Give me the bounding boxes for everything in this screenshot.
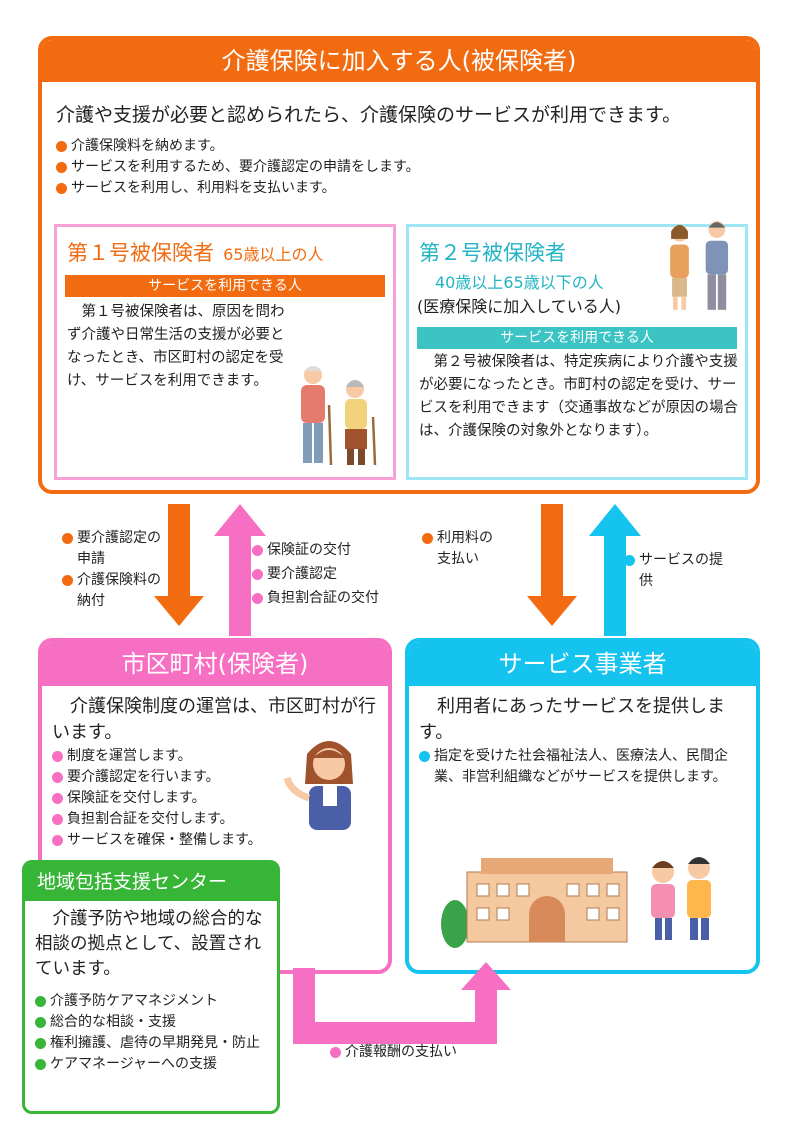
provider-title: サービス事業者 (409, 642, 756, 686)
list-item: 介護保険料の納付 (62, 570, 172, 612)
arrow-down-orange-right (527, 504, 577, 626)
first-insured-title: 第１号被保険者 65歳以上の人 (67, 237, 323, 267)
first-insured-name: 第１号被保険者 (67, 241, 214, 265)
facility-building-illustration (437, 838, 737, 948)
list-item: 介護報酬の支払い (330, 1042, 457, 1063)
second-insured-name: 第２号被保険者 (419, 237, 566, 267)
insured-panel: 介護保険に加入する人(被保険者) 介護や支援が必要と認められたら、介護保険のサー… (38, 36, 760, 494)
insured-bullets: 介護保険料を納めます。 サービスを利用するため、要介護認定の申請をします。 サー… (56, 136, 420, 199)
center-bullets: 介護予防ケアマネジメント 総合的な相談・支援 権利擁護、虐待の早期発見・防止 ケ… (35, 991, 275, 1075)
list-item: 指定を受けた社会福祉法人、医療法人、民間企業、非営利組織などがサービスを提供しま… (419, 746, 739, 788)
center-title: 地域包括支援センター (25, 863, 277, 901)
first-insured-body: 第１号被保険者は、原因を問わず介護や日常生活の支援が必要となったとき、市区町村の… (67, 301, 285, 393)
list-item: ケアマネージャーへの支援 (35, 1054, 275, 1075)
list-item: 権利擁護、虐待の早期発見・防止 (35, 1033, 275, 1054)
provider-lead: 利用者にあったサービスを提供します。 (419, 694, 755, 746)
list-item: サービスを利用し、利用料を支払います。 (56, 178, 420, 199)
list-item: 要介護認定を行います。 (52, 767, 262, 788)
list-item: 制度を運営します。 (52, 746, 262, 767)
list-item: サービスを利用するため、要介護認定の申請をします。 (56, 157, 420, 178)
second-insured-body: 第２号被保険者は、特定疾病により介護や支援が必要になったとき。市町村の認定を受け… (419, 351, 741, 443)
list-item: 要介護認定 (252, 564, 412, 585)
list-item: 保険証の交付 (252, 540, 412, 561)
list-item: 介護保険料を納めます。 (56, 136, 420, 157)
list-item: 介護予防ケアマネジメント (35, 991, 275, 1012)
list-item: サービスを確保・整備します。 (52, 830, 262, 851)
list-item: 保険証を交付します。 (52, 788, 262, 809)
municipality-bullets: 制度を運営します。 要介護認定を行います。 保険証を交付します。 負担割合証を交… (52, 746, 262, 851)
second-insured-band: サービスを利用できる人 (417, 327, 737, 349)
list-item: 総合的な相談・支援 (35, 1012, 275, 1033)
center-panel: 地域包括支援センター 介護予防や地域の総合的な相談の拠点として、設置されています… (22, 860, 280, 1114)
list-item: 利用料の支払い (422, 528, 506, 570)
center-lead: 介護予防や地域の総合的な相談の拠点として、設置されています。 (35, 907, 275, 982)
first-insured-band: サービスを利用できる人 (65, 275, 385, 297)
list-item: 要介護認定の申請 (62, 528, 172, 570)
municipality-title: 市区町村(保険者) (42, 642, 388, 686)
second-insured-note: (医療保険に加入している人) (417, 293, 621, 317)
first-insured-card: 第１号被保険者 65歳以上の人 サービスを利用できる人 第１号被保険者は、原因を… (54, 224, 396, 480)
flow-labels-from-provider: サービスの提供 (624, 550, 736, 592)
list-item: 負担割合証を交付します。 (52, 809, 262, 830)
provider-bullets: 指定を受けた社会福祉法人、医療法人、民間企業、非営利組織などがサービスを提供しま… (419, 746, 739, 788)
flow-labels-from-municipality: 保険証の交付 要介護認定 負担割合証の交付 (252, 540, 412, 609)
elderly-couple-illustration (285, 361, 385, 471)
reward-label: 介護報酬の支払い (330, 1042, 457, 1063)
provider-panel: サービス事業者 利用者にあったサービスを提供します。 指定を受けた社会福祉法人、… (405, 638, 760, 974)
second-insured-age: 40歳以上65歳以下の人 (435, 269, 604, 293)
insured-title: 介護保険に加入する人(被保険者) (42, 40, 756, 82)
couple-illustration (659, 217, 743, 313)
flow-labels-to-provider: 利用料の支払い (422, 528, 506, 570)
insured-lead: 介護や支援が必要と認められたら、介護保険のサービスが利用できます。 (56, 100, 681, 127)
list-item: 負担割合証の交付 (252, 588, 412, 609)
staff-woman-illustration (278, 734, 370, 834)
list-item: サービスの提供 (624, 550, 736, 592)
second-insured-card: 第２号被保険者 40歳以上65歳以下の人 (医療保険に加入している人) サービス… (406, 224, 748, 480)
first-insured-age: 65歳以上の人 (223, 245, 323, 264)
flow-labels-to-municipality: 要介護認定の申請 介護保険料の納付 (62, 528, 172, 612)
